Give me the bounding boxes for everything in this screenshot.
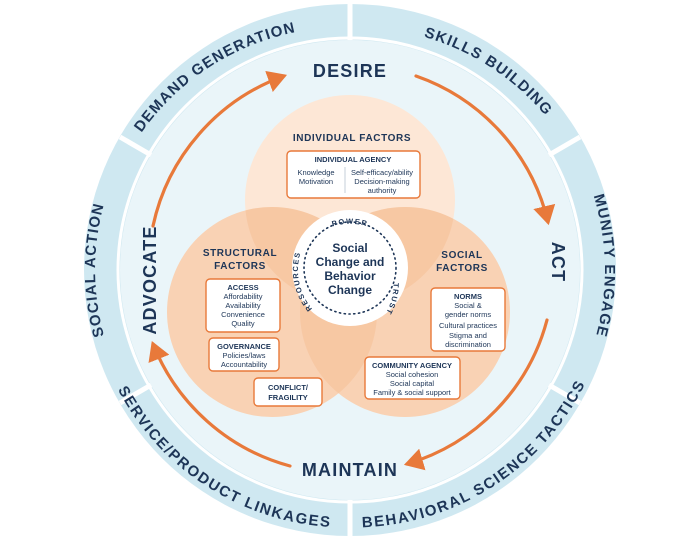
arrow-advocate-to-desire [151,70,288,228]
access-line-2: Convenience [221,310,265,319]
cycle-advocate: ADVOCATE [140,225,160,334]
cycle-arrows [148,70,556,471]
norms-box [430,287,506,352]
agency-left-1: Motivation [299,177,333,186]
governance-title: GOVERNANCE [217,342,271,351]
norms-line-2: Cultural practices [439,321,497,330]
community-line-2: Family & social support [373,388,451,397]
structural-title-1: FACTORS [214,261,266,272]
center-title-0: Social [332,241,367,255]
center-title-2: Behavior [324,269,376,283]
access-box [205,278,281,333]
community-agency-title: COMMUNITY AGENCY [372,361,452,370]
governance-line-0: Policies/laws [223,351,266,360]
norms-line-1: gender norms [445,310,492,319]
governance-box [208,337,280,372]
agency-left-0: Knowledge [297,168,334,177]
social-factors: SOCIAL FACTORS NORMS Social & gender nor… [364,250,506,400]
center-title-1: Change and [316,255,385,269]
norms-line-3: Stigma and [449,331,487,340]
structural-factors: STRUCTURAL FACTORS ACCESS Affordability … [203,248,323,407]
access-line-1: Availability [225,301,261,310]
center-dotted-ring [303,221,397,315]
center-circle: Social Change and Behavior Change POWER … [291,210,408,326]
community-line-1: Social capital [390,379,435,388]
agency-right-1: Decision-making [354,177,409,186]
agency-right-0: Self-efficacy/ability [351,168,413,177]
cycle-act: ACT [548,242,568,283]
arrow-act-to-maintain [403,318,549,471]
access-title: ACCESS [227,283,258,292]
cycle-maintain: MAINTAIN [302,460,398,480]
center-disc [292,210,408,326]
ring-dividers [118,4,582,536]
governance-line-1: Accountability [221,360,268,369]
community-agency-box [364,356,461,400]
access-line-0: Affordability [223,292,262,301]
center-title-3: Change [328,283,372,297]
norms-title: NORMS [454,292,482,301]
cycle-desire: DESIRE [313,61,387,81]
individual-agency-box [286,150,421,199]
individual-agency-title: INDIVIDUAL AGENCY [315,155,392,164]
individual-factors: INDIVIDUAL FACTORS INDIVIDUAL AGENCY Kno… [286,133,421,199]
structural-title-0: STRUCTURAL [203,248,277,259]
norms-line-0: Social & [454,301,482,310]
community-line-0: Social cohesion [386,370,439,379]
arrow-maintain-to-advocate [148,341,292,468]
agency-right-2: authority [368,186,397,195]
access-line-3: Quality [231,319,255,328]
center-power: POWER [331,217,369,229]
conflict-line-0: CONFLICT/ [268,383,309,392]
social-title-1: FACTORS [436,263,488,274]
individual-title: INDIVIDUAL FACTORS [293,133,411,144]
conflict-box [253,377,323,407]
conflict-line-1: FRAGILITY [268,393,308,402]
social-title-0: SOCIAL [441,250,482,261]
arrow-desire-to-act [414,74,556,226]
norms-line-4: discrimination [445,340,491,349]
